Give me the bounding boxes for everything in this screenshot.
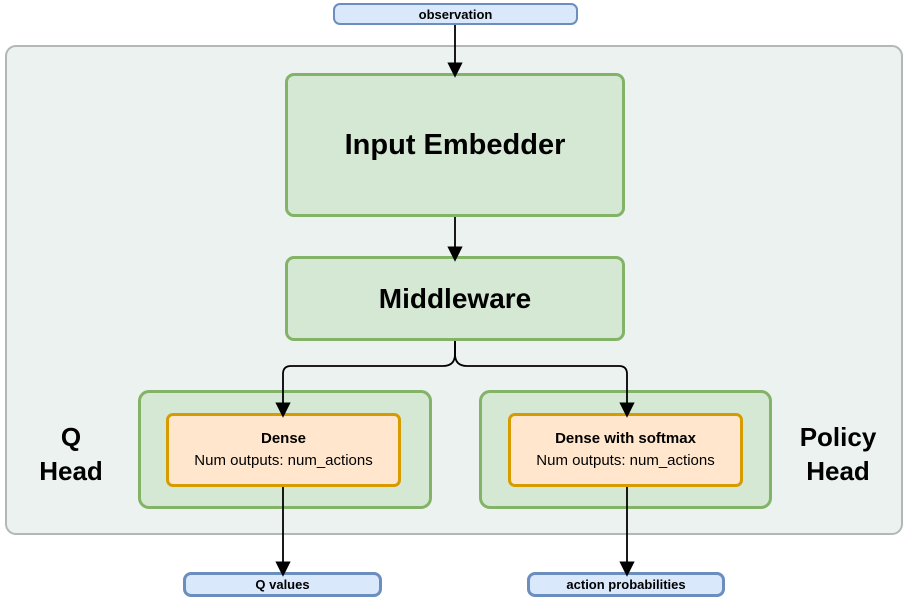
- input-embedder-node: Input Embedder: [285, 73, 625, 217]
- q-dense-title: Dense: [260, 430, 307, 447]
- q-head-label: Q Head: [11, 420, 131, 488]
- q-values-label: Q values: [255, 577, 310, 592]
- q-dense-subtitle: Num outputs: num_actions: [194, 452, 373, 469]
- middleware-node: Middleware: [285, 256, 625, 341]
- observation-label: observation: [418, 6, 493, 22]
- action-probabilities-label: action probabilities: [566, 577, 686, 592]
- q-head-label-line2: Head: [39, 456, 103, 486]
- policy-dense-node: Dense with softmax Num outputs: num_acti…: [508, 413, 743, 487]
- policy-dense-title: Dense with softmax: [555, 430, 696, 447]
- observation-node: observation: [333, 3, 578, 25]
- policy-dense-subtitle: Num outputs: num_actions: [536, 452, 715, 469]
- middleware-label: Middleware: [378, 282, 532, 314]
- q-values-node: Q values: [183, 572, 382, 597]
- policy-head-label: Policy Head: [768, 420, 908, 488]
- policy-head-label-line1: Policy: [799, 422, 877, 452]
- action-probabilities-node: action probabilities: [527, 572, 725, 597]
- q-head-label-line1: Q: [60, 422, 82, 452]
- input-embedder-label: Input Embedder: [344, 128, 566, 161]
- q-dense-node: Dense Num outputs: num_actions: [166, 413, 401, 487]
- policy-head-label-line2: Head: [806, 456, 870, 486]
